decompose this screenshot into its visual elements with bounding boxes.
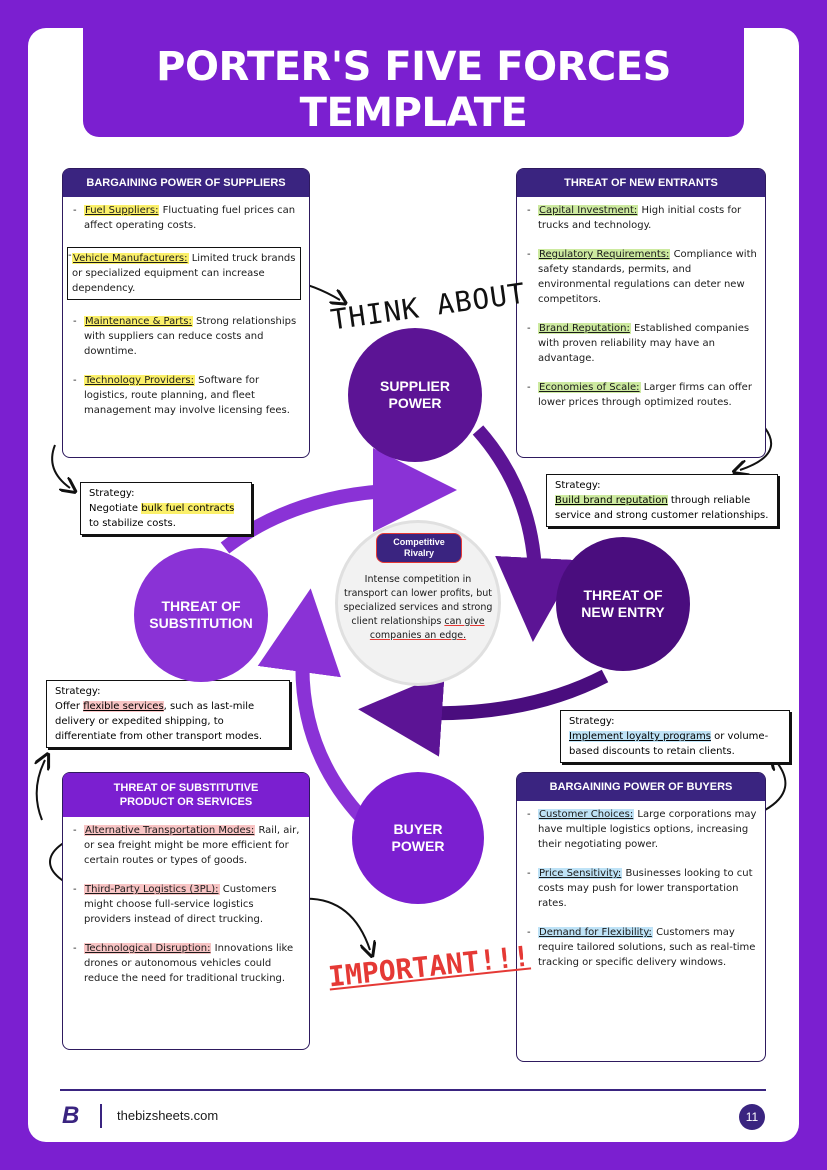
panel-heading: BARGAINING POWER OF SUPPLIERS — [63, 169, 309, 197]
panel-bargaining-power-suppliers: BARGAINING POWER OF SUPPLIERS Fuel Suppl… — [62, 168, 310, 458]
list-item: Demand for Flexibility: Customers may re… — [527, 925, 757, 970]
list-item: Maintenance & Parts: Strong relationship… — [73, 314, 301, 359]
panel-heading: THREAT OF SUBSTITUTIVE PRODUCT OR SERVIC… — [63, 773, 309, 817]
panel-heading: BARGAINING POWER OF BUYERS — [517, 773, 765, 801]
footer-divider — [60, 1089, 766, 1091]
list-item: Third-Party Logistics (3PL): Customers m… — [73, 882, 301, 927]
title-banner — [83, 0, 744, 137]
list-item: Customer Choices: Large corporations may… — [527, 807, 757, 852]
list-item: Technology Providers: Software for logis… — [73, 373, 301, 418]
panel-bargaining-power-buyers: BARGAINING POWER OF BUYERS Customer Choi… — [516, 772, 766, 1062]
list-item: Capital Investment: High initial costs f… — [527, 203, 757, 233]
footer-separator — [100, 1104, 102, 1128]
rivalry-badge: Competitive Rivalry — [376, 533, 462, 563]
substitute-list: Alternative Transportation Modes: Rail, … — [63, 817, 309, 1006]
list-item: Fuel Suppliers: Fluctuating fuel prices … — [73, 203, 301, 233]
competitive-rivalry-center: Competitive Rivalry Intense competition … — [338, 523, 498, 683]
footer-site[interactable]: thebizsheets.com — [117, 1108, 219, 1123]
list-item: Regulatory Requirements: Compliance with… — [527, 247, 757, 307]
supplier-list: Fuel Suppliers: Fluctuating fuel prices … — [63, 197, 309, 438]
strategy-entrants: Strategy: Build brand reputation through… — [546, 474, 778, 527]
panel-threat-substitutes: THREAT OF SUBSTITUTIVE PRODUCT OR SERVIC… — [62, 772, 310, 1050]
rivalry-text: Intense competition in transport can low… — [343, 574, 493, 641]
panel-heading: THREAT OF NEW ENTRANTS — [517, 169, 765, 197]
force-threat-new-entry: THREAT OF NEW ENTRY — [556, 537, 690, 671]
force-supplier-power: SUPPLIER POWER — [348, 328, 482, 462]
list-item: Brand Reputation: Established companies … — [527, 321, 757, 366]
list-item: Economies of Scale: Larger firms can off… — [527, 380, 757, 410]
entrant-list: Capital Investment: High initial costs f… — [517, 197, 765, 430]
list-item: Vehicle Manufacturers: Limited truck bra… — [67, 247, 301, 300]
list-item: Price Sensitivity: Businesses looking to… — [527, 866, 757, 911]
page-title: PORTER'S FIVE FORCES TEMPLATE — [156, 44, 671, 136]
strategy-buyers: Strategy: Implement loyalty programs or … — [560, 710, 790, 763]
buyer-list: Customer Choices: Large corporations may… — [517, 801, 765, 990]
force-threat-substitution: THREAT OF SUBSTITUTION — [134, 548, 268, 682]
strategy-suppliers: Strategy: Negotiate bulk fuel contracts … — [80, 482, 252, 535]
list-item: Alternative Transportation Modes: Rail, … — [73, 823, 301, 868]
force-buyer-power: BUYER POWER — [352, 772, 484, 904]
panel-threat-new-entrants: THREAT OF NEW ENTRANTS Capital Investmen… — [516, 168, 766, 458]
brand-logo: B — [62, 1102, 80, 1129]
strategy-substitutes: Strategy: Offer flexible services, such … — [46, 680, 290, 748]
list-item: Technological Disruption: Innovations li… — [73, 941, 301, 986]
page-number: 11 — [739, 1104, 765, 1130]
